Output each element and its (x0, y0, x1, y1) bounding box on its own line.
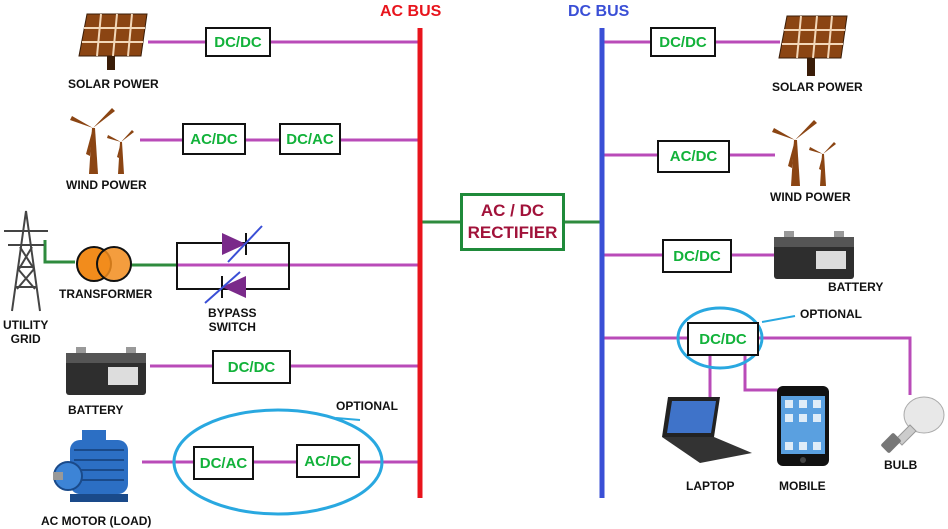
converter-dcdc-battery-ac: DC/DC (212, 350, 291, 384)
grid-wire (43, 240, 75, 264)
thyristor-bottom (204, 271, 246, 304)
bypass-switch-label: BYPASS SWITCH (208, 306, 257, 334)
converter-dcdc-solar-ac: DC/DC (205, 27, 271, 57)
laptop-label: LAPTOP (686, 479, 735, 493)
rectifier-line1: AC / DC (480, 201, 545, 220)
wind-turbine-icon (70, 108, 134, 174)
ac-motor-icon (53, 430, 128, 502)
ac-bus-label: AC BUS (380, 3, 442, 20)
mobile-wire (743, 355, 790, 392)
optional-label-dc: OPTIONAL (800, 307, 862, 321)
wind-power-label-ac: WIND POWER (66, 178, 147, 192)
converter-acdc-wind: AC/DC (182, 123, 246, 155)
thyristor-top (222, 225, 263, 263)
optional-ring-dc (676, 306, 764, 370)
dc-bus-label: DC BUS (568, 3, 630, 20)
mobile-icon (777, 386, 829, 466)
converter-dcdc-solar-dc: DC/DC (650, 27, 716, 57)
battery-label-ac: BATTERY (68, 403, 124, 417)
optional-pointer-ac (335, 417, 361, 421)
bulb-icon (881, 396, 945, 453)
battery-icon-dc (774, 231, 854, 279)
solar-panel-icon (78, 13, 148, 70)
converter-dcac-motor: DC/AC (193, 446, 254, 480)
transformer-icon (76, 246, 132, 282)
solar-power-label-dc: SOLAR POWER (772, 80, 863, 94)
transformer-label: TRANSFORMER (59, 287, 153, 301)
wind-turbine-icon-dc (772, 120, 836, 186)
wind-power-label-dc: WIND POWER (770, 190, 851, 204)
converter-dcac-wind: DC/AC (279, 123, 341, 155)
ac-dc-rectifier: AC / DC RECTIFIER (460, 193, 565, 251)
optional-pointer-dc (761, 315, 796, 323)
converter-acdc-motor: AC/DC (296, 444, 360, 478)
converter-acdc-wind-dc: AC/DC (657, 140, 730, 173)
mobile-label: MOBILE (779, 479, 826, 493)
battery-label-dc: BATTERY (828, 280, 884, 294)
optional-ring-ac (172, 408, 384, 516)
utility-grid-label: UTILITY GRID (3, 318, 49, 346)
rectifier-line2: RECTIFIER (467, 223, 558, 242)
solar-power-label-ac: SOLAR POWER (68, 77, 159, 91)
converter-dcdc-loads: DC/DC (687, 322, 759, 356)
battery-icon (66, 347, 146, 395)
solar-panel-icon-dc (778, 15, 848, 76)
utility-tower-icon (4, 210, 48, 312)
ac-motor-label: AC MOTOR (LOAD) (41, 514, 152, 528)
laptop-icon (662, 397, 752, 463)
optional-label-ac: OPTIONAL (336, 399, 398, 413)
bulb-label: BULB (884, 458, 918, 472)
converter-dcdc-battery-dc: DC/DC (662, 239, 732, 273)
